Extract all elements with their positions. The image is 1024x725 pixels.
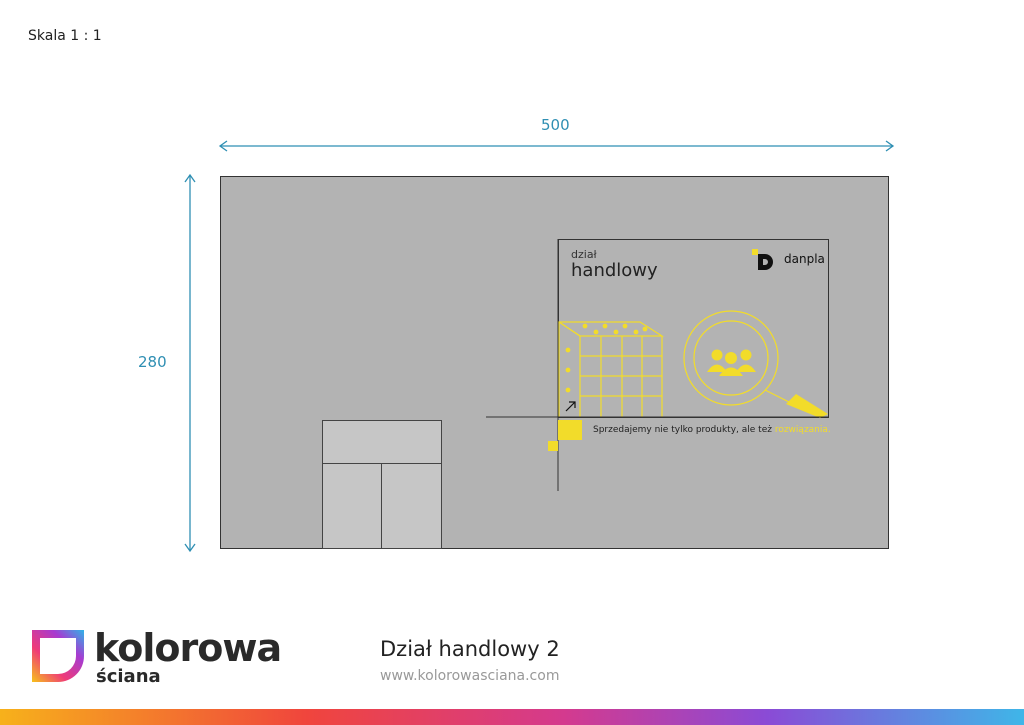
rainbow-bar: [0, 709, 1024, 725]
logo-wordmark-sub: ściana: [96, 666, 161, 687]
arrow-icon: [565, 401, 576, 412]
yellow-square-large: [558, 420, 582, 440]
document-title: Dział handlowy 2: [380, 637, 560, 661]
door-transom: [322, 420, 442, 464]
kolorowa-sciana-logo-icon: [32, 630, 84, 682]
logo-wordmark: kolorowa: [94, 626, 282, 670]
panel-subtitle: dział: [571, 248, 597, 261]
guide-lines: [486, 239, 829, 491]
magnifier-people-icon: [683, 310, 828, 418]
scale-label: Skala 1 : 1: [28, 28, 102, 44]
tagline: Sprzedajemy nie tylko produkty, ale też …: [593, 425, 831, 435]
tagline-highlight: rozwiązania.: [774, 425, 831, 435]
cube-grid-icon: [557, 321, 665, 417]
yellow-square-small: [548, 441, 558, 451]
tagline-text: Sprzedajemy nie tylko produkty, ale też: [593, 425, 775, 435]
width-dimension-label: 500: [541, 116, 570, 134]
panel-title: handlowy: [571, 260, 658, 281]
website-url[interactable]: www.kolorowasciana.com: [380, 668, 560, 684]
door-right-leaf: [381, 463, 442, 549]
danpla-logo-icon: [752, 249, 773, 270]
brand-name: danpla: [784, 252, 825, 266]
height-dimension-label: 280: [138, 353, 167, 371]
